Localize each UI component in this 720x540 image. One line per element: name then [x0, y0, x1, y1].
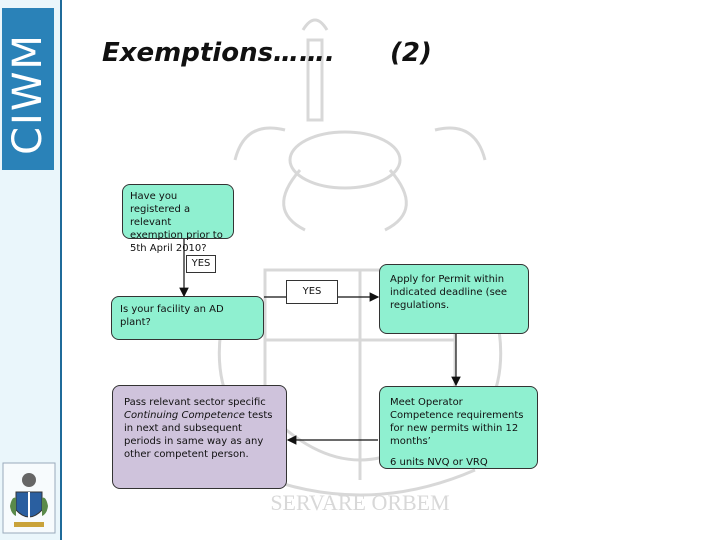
yes-label-1: YES	[186, 255, 216, 273]
operator-competence-box: Meet Operator Competence requirements fo…	[379, 386, 538, 469]
exemption-question-box: Have you registered a relevant exemption…	[122, 184, 234, 239]
apply-permit-text: Apply for Permit within indicated deadli…	[390, 274, 507, 311]
operator-competence-text: Meet Operator Competence requirements fo…	[390, 396, 527, 448]
competence-tests-text-start: Pass relevant sector specific	[124, 397, 266, 408]
competence-tests-box: Pass relevant sector specific Continuing…	[112, 385, 287, 489]
apply-permit-box: Apply for Permit within indicated deadli…	[379, 264, 529, 334]
competence-tests-emphasis: Continuing Competence	[124, 410, 245, 421]
operator-competence-units: 6 units NVQ or VRQ	[390, 456, 527, 469]
ad-plant-question-text: Is your facility an AD plant?	[120, 304, 224, 328]
ad-plant-question-box: Is your facility an AD plant?	[111, 296, 264, 340]
yes-label-2: YES	[286, 280, 338, 304]
